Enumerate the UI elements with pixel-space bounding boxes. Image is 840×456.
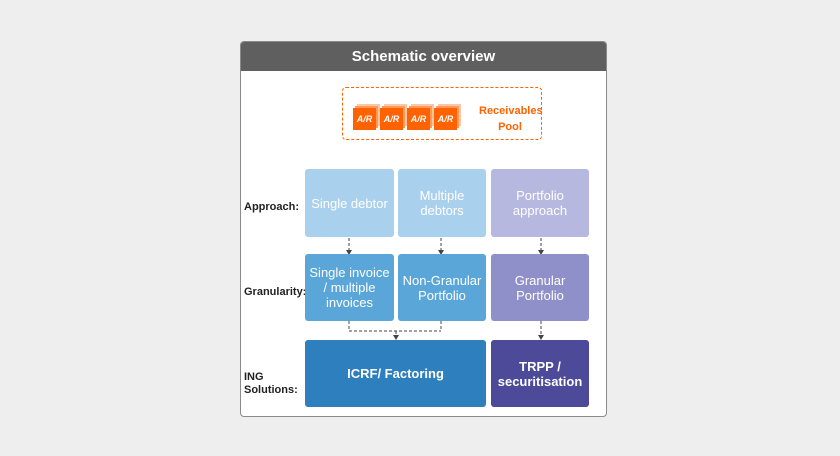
pool-label: Receivables Pool bbox=[479, 105, 543, 133]
approach-multiple-debtors: Multiple debtors bbox=[398, 169, 486, 237]
schematic-panel: Schematic overview A/R A/R A/R A/R Recei… bbox=[240, 41, 607, 417]
granularity-granular: Granular Portfolio bbox=[491, 254, 589, 321]
receivables-pool: A/R A/R A/R A/R Receivables Pool bbox=[342, 87, 543, 140]
panel-title: Schematic overview bbox=[241, 42, 606, 71]
row-label-approach: Approach: bbox=[244, 201, 299, 213]
ar-card: A/R bbox=[434, 108, 457, 130]
row-label-solutions: ING Solutions: bbox=[244, 371, 298, 396]
solution-trpp: TRPP / securitisation bbox=[491, 340, 589, 407]
ar-card: A/R bbox=[380, 108, 403, 130]
solution-icrf-factoring: ICRF/ Factoring bbox=[305, 340, 486, 407]
granularity-single-invoice: Single invoice / multiple invoices bbox=[305, 254, 394, 321]
granularity-non-granular: Non-Granular Portfolio bbox=[398, 254, 486, 321]
connector-arrows bbox=[346, 238, 544, 340]
ar-card: A/R bbox=[407, 108, 430, 130]
row-label-granularity: Granularity: bbox=[244, 286, 307, 298]
ar-card: A/R bbox=[353, 108, 376, 130]
approach-single-debtor: Single debtor bbox=[305, 169, 394, 237]
approach-portfolio: Portfolio approach bbox=[491, 169, 589, 237]
